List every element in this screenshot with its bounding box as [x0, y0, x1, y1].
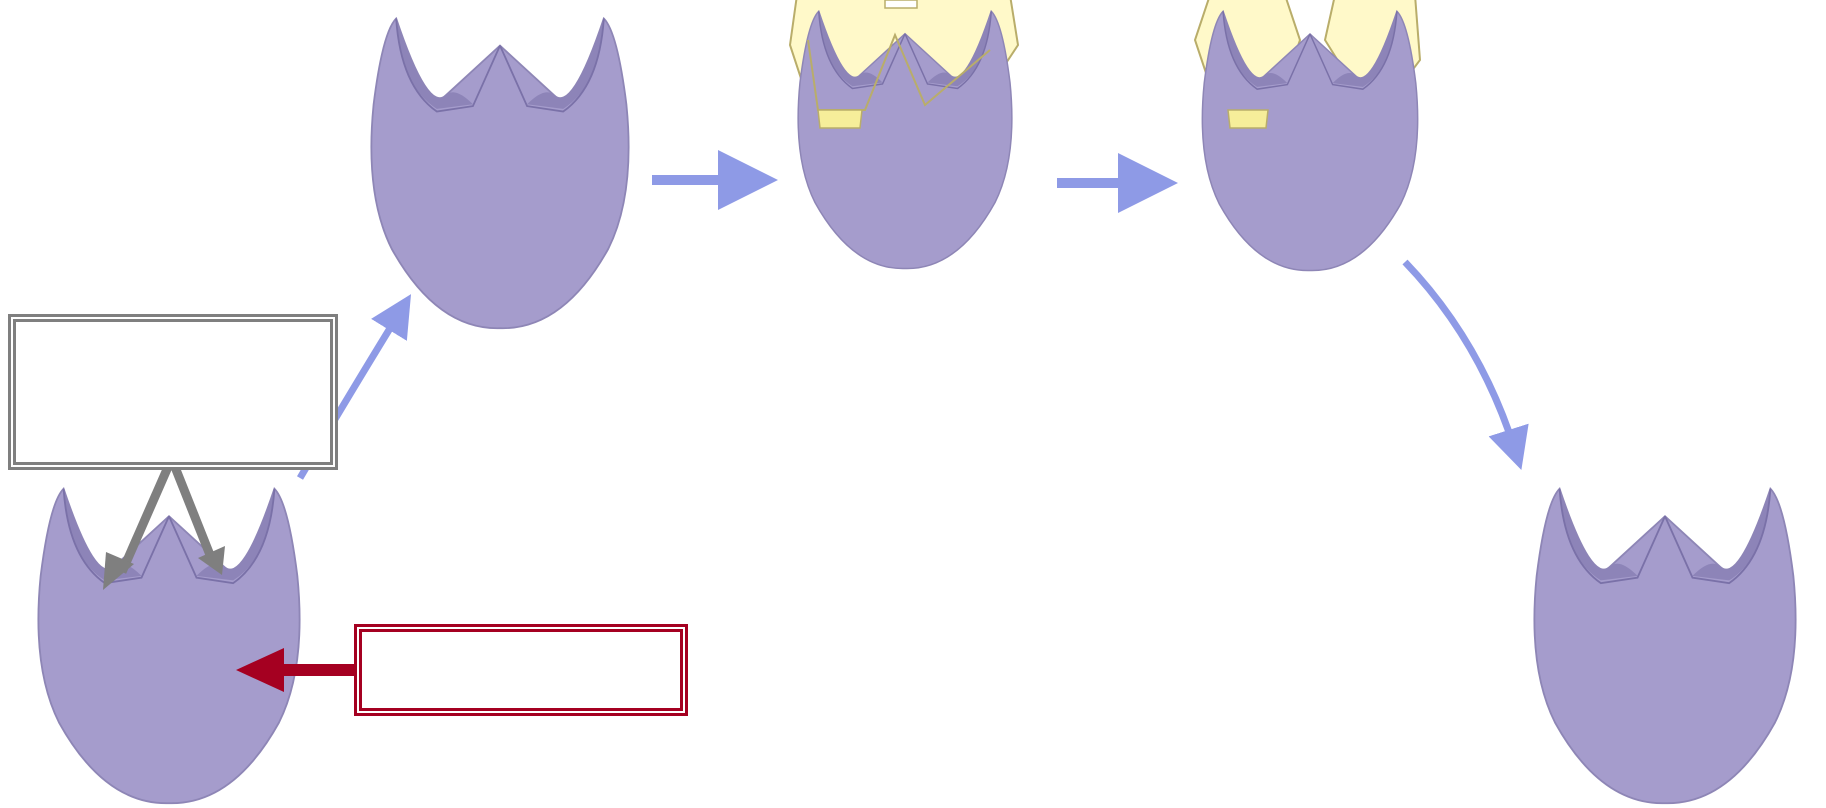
active-site-label-box — [8, 314, 338, 470]
flow-arrow-product-to-end — [1402, 259, 1529, 471]
enzyme-product-complex — [1193, 0, 1422, 272]
active-site-pointer-arrows — [103, 465, 225, 590]
enzyme-label-box — [354, 624, 688, 716]
enzyme-substrate-complex — [788, 0, 1020, 270]
enzyme-free-start — [37, 487, 301, 805]
enzyme-pointer-arrow — [236, 648, 354, 692]
enzyme-free-top — [370, 17, 630, 330]
enzyme-free-end — [1533, 487, 1797, 805]
